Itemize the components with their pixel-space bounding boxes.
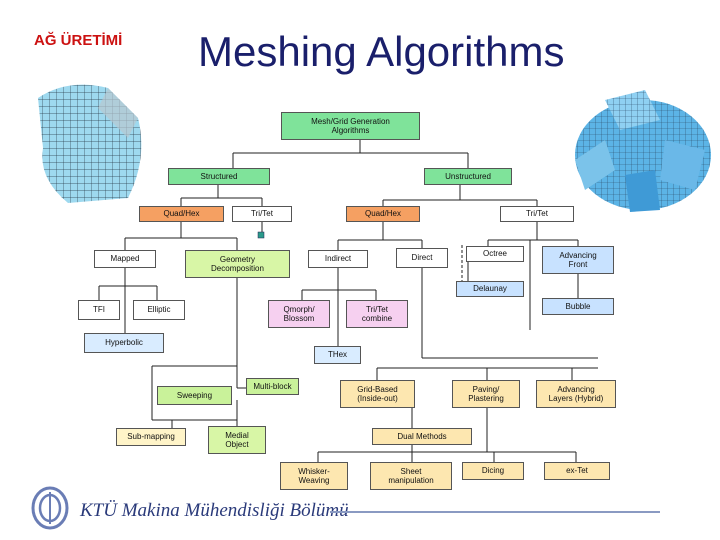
node-mapped: Mapped <box>94 250 156 268</box>
node-thex: THex <box>314 346 361 364</box>
node-sheet-manipulation: Sheet manipulation <box>370 462 452 490</box>
node-whisker-weaving: Whisker- Weaving <box>280 462 348 490</box>
node-bubble: Bubble <box>542 298 614 315</box>
node-dual-methods: Dual Methods <box>372 428 472 445</box>
footer-divider <box>330 511 660 513</box>
node-tri-tet-left: Tri/Tet <box>232 206 292 222</box>
node-q-morph: Qmorph/ Blossom <box>268 300 330 328</box>
right-mesh-image <box>575 90 711 212</box>
node-tri-tet-right: Tri/Tet <box>500 206 574 222</box>
node-sub-mapping: Sub-mapping <box>116 428 186 446</box>
node-dicing: Dicing <box>462 462 524 480</box>
node-grid-based: Grid-Based (Inside-out) <box>340 380 415 408</box>
node-advancing-front: Advancing Front <box>542 246 614 274</box>
node-geometry-decomposition: Geometry Decomposition <box>185 250 290 278</box>
node-ex-tet: ex-Tet <box>544 462 610 480</box>
left-mesh-image <box>38 84 142 203</box>
node-elliptic: Elliptic <box>133 300 185 320</box>
page-title: Meshing Algorithms <box>198 28 565 75</box>
node-paving: Paving/ Plastering <box>452 380 520 408</box>
node-multi-block: Multi-block <box>246 378 299 395</box>
node-quad-hex-mid: Quad/Hex <box>346 206 420 222</box>
node-indirect: Indirect <box>308 250 368 268</box>
node-unstructured: Unstructured <box>424 168 512 185</box>
footer-department: KTÜ Makina Mühendisliği Bölümü <box>80 500 349 521</box>
node-advancing-layers: Advancing Layers (Hybrid) <box>536 380 616 408</box>
corner-title: AĞ ÜRETİMİ <box>34 32 123 49</box>
node-structured: Structured <box>168 168 270 185</box>
node-medial-object: Medial Object <box>208 426 266 454</box>
university-logo <box>31 486 69 530</box>
node-octree: Octree <box>466 246 524 262</box>
node-direct: Direct <box>396 248 448 268</box>
node-sweeping: Sweeping <box>157 386 232 405</box>
node-quad-hex-left: Quad/Hex <box>139 206 224 222</box>
node-tfi: TFI <box>78 300 120 320</box>
node-tri-tet-combine: Tri/Tet combine <box>346 300 408 328</box>
node-delaunay: Delaunay <box>456 281 524 297</box>
node-hyperbolic: Hyperbolic <box>84 333 164 353</box>
node-root: Mesh/Grid Generation Algorithms <box>281 112 420 140</box>
